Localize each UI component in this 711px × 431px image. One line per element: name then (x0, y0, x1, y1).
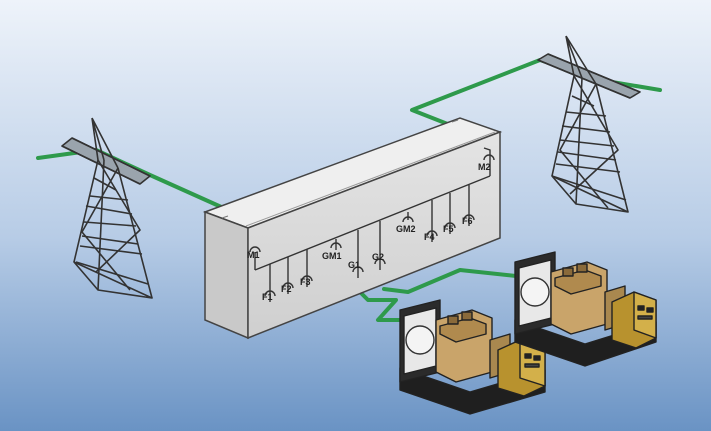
breaker-m1-label: M1 (247, 250, 260, 260)
breaker-m2-label: M2 (478, 162, 491, 172)
main-bus (254, 175, 491, 271)
line-gen2 (382, 268, 527, 294)
breaker-g2-label: G2 (372, 252, 384, 262)
transmission-tower-right-icon (537, 35, 641, 213)
generator-2-icon (514, 251, 657, 367)
generator-1-icon (399, 299, 546, 415)
breaker-f5-label: F5 (443, 224, 454, 234)
transmission-tower-left-icon (61, 117, 153, 299)
breaker-gm2-label: GM2 (396, 224, 416, 234)
breaker-f3-label: F3 (300, 277, 311, 287)
line-gen1 (356, 288, 412, 322)
breaker-gm1-label: GM1 (322, 251, 342, 261)
switchgear-icon: M1 M2 GM1 GM2 G1 G2 F1 F2 F3 F4 F5 F6 (202, 117, 503, 340)
breaker-g1-label: G1 (348, 260, 360, 270)
breaker-f6-label: F6 (462, 216, 473, 226)
breaker-f1-label: F1 (262, 292, 273, 302)
breaker-f4-label: F4 (424, 232, 435, 242)
breaker-f2-label: F2 (281, 284, 292, 294)
